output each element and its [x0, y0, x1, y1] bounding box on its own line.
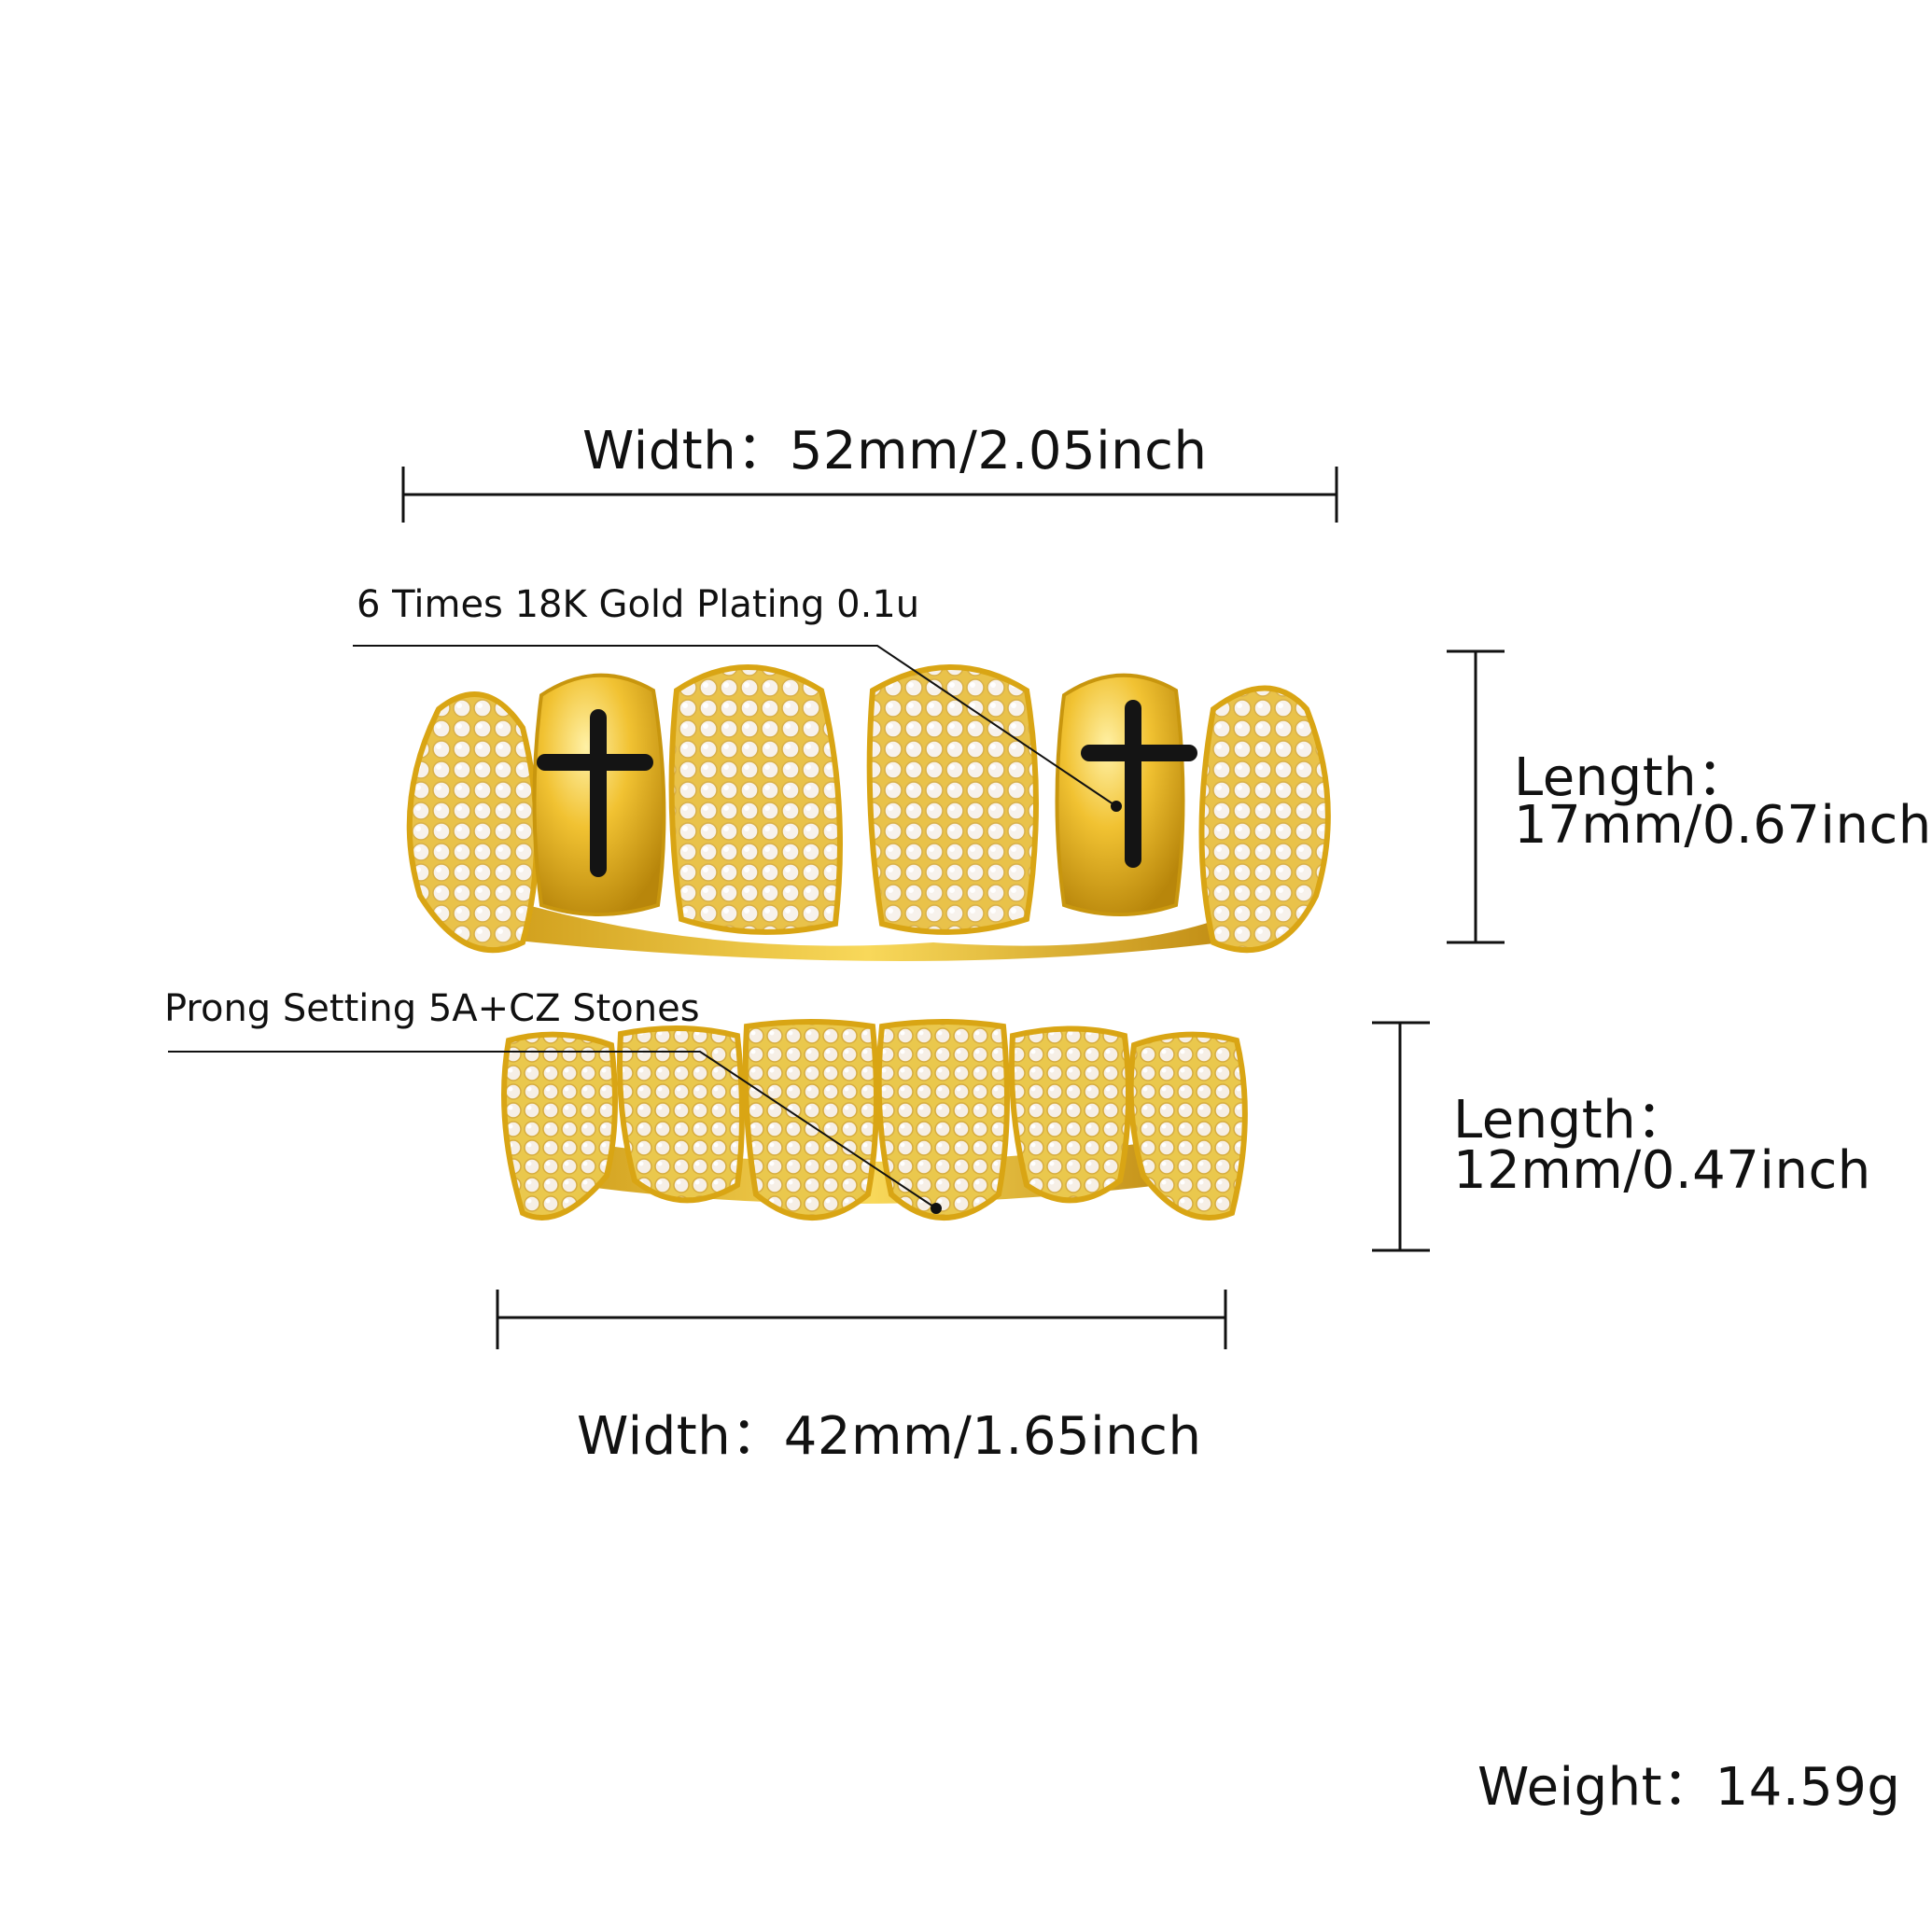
lower-length-title: Length： — [1453, 1090, 1689, 1151]
plating-callout: 6 Times 18K Gold Plating 0.1u — [357, 583, 920, 626]
black-cross-inlay-right — [1081, 700, 1197, 868]
black-cross-inlay-left — [537, 709, 653, 877]
lower-length-value: 12mm/0.47inch — [1453, 1140, 1871, 1201]
lower-width-label: Width：42mm/1.65inch — [577, 1406, 1202, 1467]
callout-lines — [168, 645, 1122, 1214]
lower-grill — [501, 1019, 1248, 1221]
upper-width-label: Width：52mm/2.05inch — [582, 421, 1208, 481]
weight-label: Weight：14.59g — [1477, 1757, 1901, 1818]
upper-grill — [406, 664, 1331, 961]
dimension-lines — [401, 467, 1505, 1349]
stones-callout: Prong Setting 5A+CZ Stones — [164, 987, 700, 1030]
upper-length-title: Length： — [1514, 747, 1750, 808]
upper-length-value: 17mm/0.67inch — [1514, 795, 1932, 856]
